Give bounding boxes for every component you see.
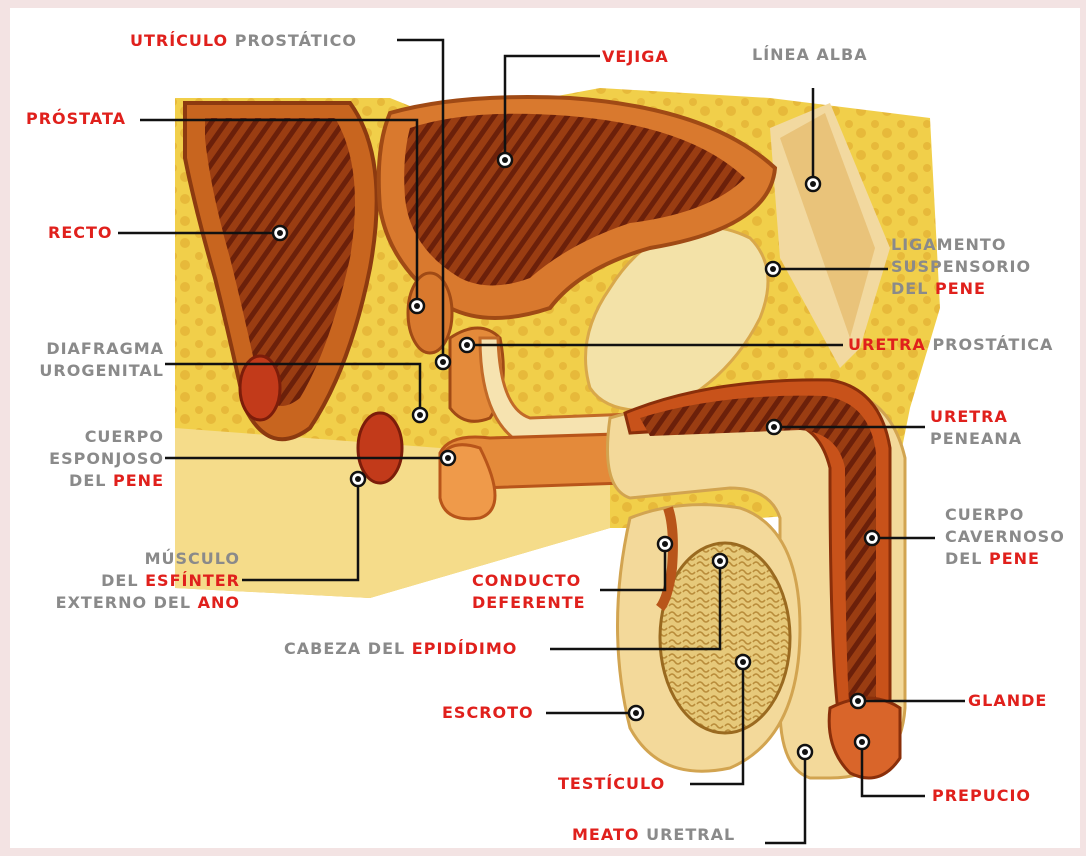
- cavernoso-line-1: CUERPO: [945, 504, 1065, 526]
- conducto-line-2: DEFERENTE: [472, 592, 586, 614]
- label-utriculo-prostatico: UTRÍCULO PROSTÁTICO: [130, 30, 357, 52]
- marker-recto: [273, 226, 287, 240]
- anatomy-illustration: [10, 8, 1080, 848]
- marker-conducto: [658, 537, 672, 551]
- diafragma-line-1: DIAFRAGMA: [24, 338, 164, 360]
- peneana-line-2: PENEANA: [930, 428, 1022, 450]
- label-uretra-peneana: URETRA PENEANA: [930, 406, 1022, 450]
- label-cabeza-epididimo: CABEZA DEL EPIDÍDIMO: [284, 638, 517, 660]
- label-cuerpo-esponjoso: CUERPO ESPONJOSO DEL PENE: [24, 426, 164, 492]
- musculo-line-3: EXTERNO DEL ANO: [24, 592, 240, 614]
- ligamento-line-2: SUSPENSORIO: [891, 256, 1031, 278]
- marker-testiculo: [736, 655, 750, 669]
- marker-vejiga: [498, 153, 512, 167]
- label-glande: GLANDE: [968, 690, 1047, 712]
- label-linea-alba: LÍNEA ALBA: [752, 44, 868, 66]
- label-testiculo: TESTÍCULO: [558, 773, 665, 795]
- marker-ligamento: [766, 262, 780, 276]
- label-escroto: ESCROTO: [442, 702, 534, 724]
- cavernoso-line-3: DEL PENE: [945, 548, 1065, 570]
- label-prepucio: PREPUCIO: [932, 785, 1031, 807]
- peneana-line-1: URETRA: [930, 406, 1022, 428]
- marker-linea-alba: [806, 177, 820, 191]
- label-uretra-prostatica: URETRA PROSTÁTICA: [848, 334, 1053, 356]
- musculo-line-2: DEL ESFÍNTER: [24, 570, 240, 592]
- esponjoso-line-2: ESPONJOSO: [24, 448, 164, 470]
- diafragma-line-2: UROGENITAL: [24, 360, 164, 382]
- marker-glande: [851, 694, 865, 708]
- label-musculo-esfinter: MÚSCULO DEL ESFÍNTER EXTERNO DEL ANO: [24, 548, 240, 614]
- label-cuerpo-cavernoso: CUERPO CAVERNOSO DEL PENE: [945, 504, 1065, 570]
- marker-diafragma: [413, 408, 427, 422]
- marker-prostata: [410, 299, 424, 313]
- marker-musculo: [351, 472, 365, 486]
- label-meato-uretral: MEATO URETRAL: [572, 824, 735, 846]
- scrotum-shape: [618, 505, 801, 772]
- ligamento-line-1: LIGAMENTO: [891, 234, 1031, 256]
- conducto-line-1: CONDUCTO: [472, 570, 586, 592]
- marker-uretra-peneana: [767, 420, 781, 434]
- marker-prepucio: [855, 735, 869, 749]
- marker-utriculo: [436, 355, 450, 369]
- label-conducto-deferente: CONDUCTO DEFERENTE: [472, 570, 586, 614]
- label-prostata: PRÓSTATA: [26, 108, 126, 130]
- marker-meato: [798, 745, 812, 759]
- marker-escroto: [629, 706, 643, 720]
- label-recto: RECTO: [48, 222, 113, 244]
- esponjoso-line-1: CUERPO: [24, 426, 164, 448]
- marker-cuerpo-cavernoso: [865, 531, 879, 545]
- esponjoso-line-3: DEL PENE: [24, 470, 164, 492]
- marker-uretra-prostatica: [460, 338, 474, 352]
- label-ligamento-suspensorio: LIGAMENTO SUSPENSORIO DEL PENE: [891, 234, 1031, 300]
- cavernoso-line-2: CAVERNOSO: [945, 526, 1065, 548]
- musculo-line-1: MÚSCULO: [24, 548, 240, 570]
- ligamento-line-3: DEL PENE: [891, 278, 1031, 300]
- label-vejiga: VEJIGA: [602, 46, 669, 68]
- marker-cabeza: [713, 554, 727, 568]
- label-diafragma-urogenital: DIAFRAGMA UROGENITAL: [24, 338, 164, 382]
- marker-cuerpo-esponjoso: [441, 451, 455, 465]
- anatomy-diagram: UTRÍCULO PROSTÁTICO VEJIGA LÍNEA ALBA PR…: [10, 8, 1080, 848]
